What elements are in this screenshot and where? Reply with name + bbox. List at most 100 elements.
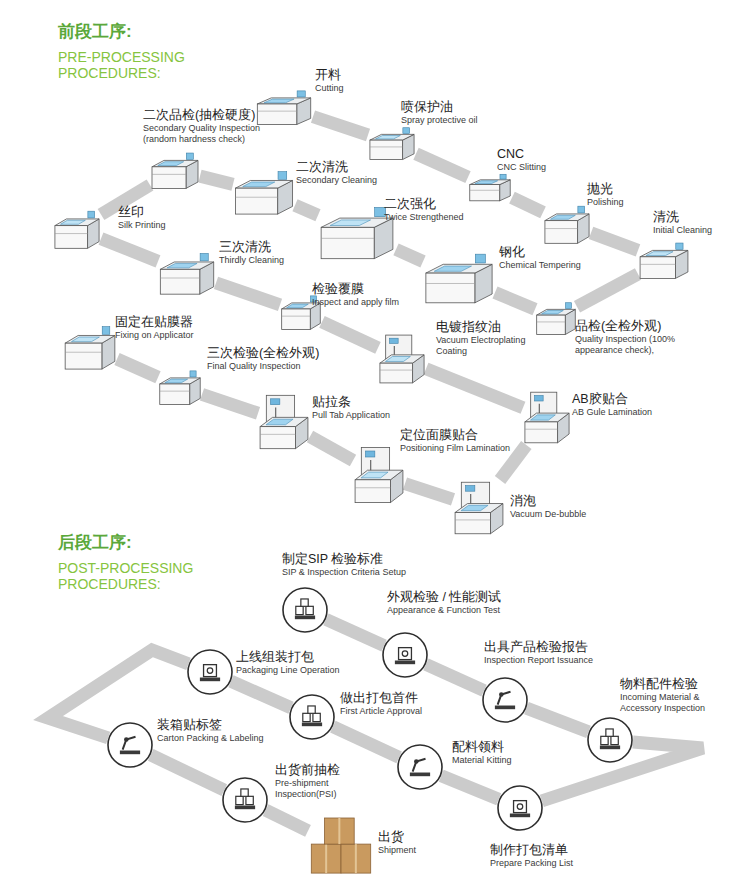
step-circle: 出货前抽检Pre-shipment Inspection(PSI) (222, 777, 268, 823)
step-subtitle: Silk Printing (118, 220, 188, 231)
icon-base (495, 706, 515, 710)
icon-base (510, 814, 530, 818)
node-art (535, 300, 577, 336)
process-step: 检验覆膜Inspect and apply film (280, 293, 322, 331)
machine-top (160, 262, 213, 269)
shipment-step: 出货Shipment (308, 818, 374, 876)
machine-panel-line (545, 228, 578, 229)
conveyor-band (200, 176, 233, 184)
node-art (255, 88, 313, 126)
step-subtitle: Initial Cleaning (653, 225, 743, 236)
conveyor-band (577, 274, 638, 307)
step-title: 物料配件检验 (620, 677, 724, 692)
step-subtitle: First Article Approval (340, 706, 450, 717)
machine-work-surface (385, 357, 410, 362)
machine-work-surface (60, 220, 85, 224)
machine-work-surface (375, 136, 400, 139)
machine-front (426, 273, 475, 303)
step-icon (290, 695, 334, 739)
node-art (497, 785, 543, 831)
machine-screen (270, 399, 279, 405)
machine-top (160, 378, 200, 384)
step-subtitle: Pre-shipment Inspection(PSI) (275, 778, 355, 800)
conveyor-band (216, 283, 280, 305)
machine-screen (566, 303, 572, 309)
conveyor-band (117, 359, 158, 377)
conveyor-band (322, 322, 378, 348)
node-art (378, 333, 426, 385)
machine-work-surface (243, 182, 275, 187)
machine-illustration (65, 327, 115, 369)
step-label: 出货Shipment (378, 830, 448, 856)
process-step: 定位面膜贴合Positioning Film Lamination (353, 445, 405, 505)
icon-box (241, 789, 248, 796)
node-art (158, 250, 216, 296)
machine-screen (403, 128, 410, 134)
node-art (353, 445, 405, 505)
step-circle-outline (483, 678, 527, 722)
machine-top (426, 264, 492, 273)
process-step: 二次品检(抽检硬度)Secondary Quality Inspection (… (150, 150, 200, 190)
conveyor-band (416, 154, 468, 177)
machine-panel-line (470, 190, 500, 191)
machine-screen (475, 254, 485, 263)
step-label: 物料配件检验Incoming Material & Accessory Insp… (620, 677, 724, 714)
step-icon (483, 678, 527, 722)
icon-box (601, 736, 608, 744)
conveyor-band (101, 239, 158, 262)
machine-screen (375, 207, 386, 216)
process-step: 二次清洗Secondary Cleaning (233, 168, 295, 216)
step-title: 贴拉条 (312, 395, 412, 410)
conveyor-band (326, 619, 384, 645)
machine-illustration (455, 482, 503, 534)
process-step: 固定在贴膜器Fixing on Applicator (63, 323, 117, 371)
machine-top (525, 413, 569, 422)
step-title: CNC (497, 147, 577, 162)
step-label: 喷保护油Spray protective oil (401, 100, 511, 126)
machine-top (152, 160, 198, 166)
machine-panel-line (525, 429, 558, 430)
step-label: 二次清洗Secondary Cleaning (296, 160, 406, 186)
machine-panel-line (257, 111, 296, 112)
machine-illustration (55, 211, 99, 248)
step-label: 出具产品检验报告Inspection Report Issuance (484, 640, 614, 666)
step-icon (588, 718, 632, 762)
machine-panel-line (426, 283, 475, 284)
machine-illustration (640, 243, 688, 278)
machine-illustration (160, 253, 213, 294)
machine-screen (500, 174, 506, 179)
node-art (368, 125, 416, 161)
step-label: 制作打包清单Prepare Packing List (490, 843, 600, 869)
machine-front (152, 167, 186, 189)
step-title: 上线组装打包 (236, 650, 366, 665)
machine-work-surface (167, 263, 197, 267)
step-label: 消泡Vacuum De-bubble (510, 494, 600, 520)
machine-screen (88, 211, 95, 218)
icon-joint (414, 759, 419, 764)
conveyor-band (591, 233, 638, 250)
machine-front (235, 188, 277, 214)
node-art (258, 393, 310, 451)
machine-screen (465, 486, 474, 492)
step-title: 消泡 (510, 494, 600, 509)
machine-front (160, 384, 190, 405)
process-step: 开料Cutting (255, 88, 313, 126)
machine-front (537, 315, 566, 334)
node-art (468, 172, 512, 202)
machine-front (321, 227, 374, 258)
machine-work-surface (550, 215, 575, 219)
machine-work-surface (542, 311, 564, 314)
machine-top (380, 355, 424, 363)
icon-base (395, 661, 415, 665)
icon-box (296, 606, 303, 614)
machine-panel-line (370, 146, 403, 147)
step-title: 出货 (378, 830, 448, 845)
conveyor-band (405, 484, 453, 500)
machine-work-surface (71, 337, 99, 342)
conveyor-band (202, 394, 258, 413)
step-label: 二次品检(抽检硬度)Secondary Quality Inspection (… (143, 108, 283, 145)
process-step: AB胶贴合AB Gule Lamination (523, 390, 571, 445)
machine-panel-line (282, 316, 311, 317)
icon-box (606, 729, 613, 736)
step-label: 抛光Polishing (587, 182, 657, 208)
